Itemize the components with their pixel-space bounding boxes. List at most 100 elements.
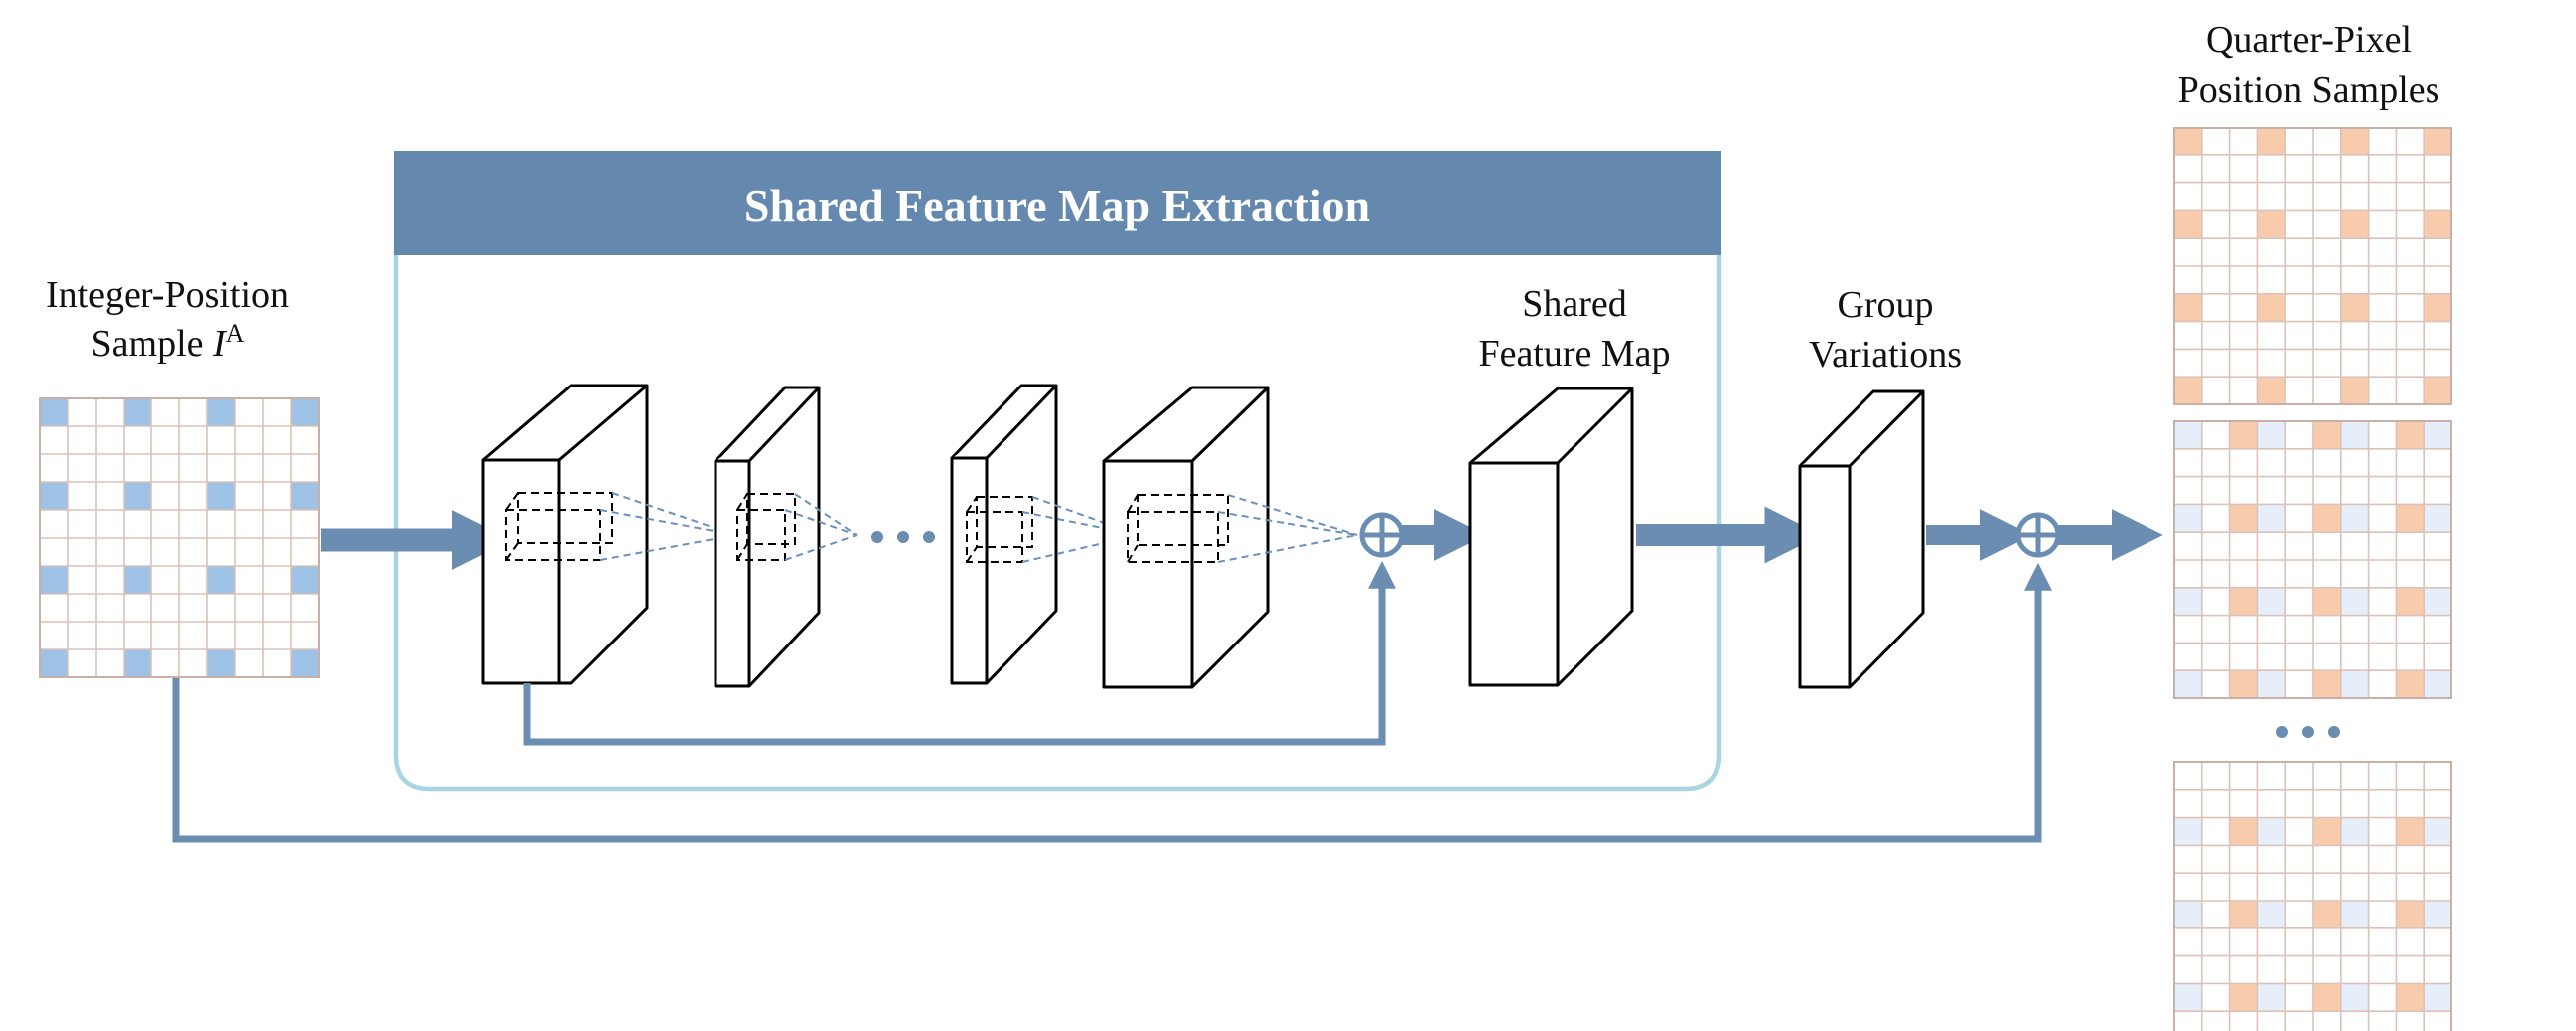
sample-cell [2340, 421, 2369, 449]
sample-cell [207, 649, 235, 677]
sample-cell [2424, 210, 2451, 239]
sample-cell [2396, 901, 2425, 928]
sample-cell [2229, 901, 2258, 928]
sample-cell [207, 482, 235, 510]
sample-cell [2257, 210, 2286, 239]
shared-label-line2: Feature Map [1478, 333, 1670, 375]
global-skip-connection [172, 562, 2052, 843]
sample-cell [124, 566, 151, 594]
output-label-line2: Position Samples [2178, 69, 2440, 111]
ellipsis-dots [871, 531, 935, 543]
conv-block-2 [714, 386, 858, 688]
sample-cell [2340, 587, 2369, 616]
sample-cell [2174, 210, 2202, 239]
sample-cell [2340, 670, 2369, 698]
residual-connection [523, 560, 1396, 746]
sample-cell [2340, 210, 2369, 239]
input-grid [39, 397, 320, 678]
sample-cell [2340, 983, 2369, 1012]
sample-cell [2257, 504, 2286, 533]
sample-cell [2424, 587, 2451, 616]
extraction-title: Shared Feature Map Extraction [744, 180, 1370, 231]
sample-cell [2424, 293, 2451, 322]
sample-cell [40, 398, 68, 426]
sample-cell [2340, 128, 2369, 155]
sample-cell [2229, 421, 2258, 449]
sample-cell [2313, 817, 2341, 846]
sample-cell [2257, 983, 2286, 1012]
sample-cell [291, 482, 319, 510]
sample-cell [2257, 817, 2286, 846]
sample-cell [2340, 504, 2369, 533]
sample-cell [2313, 670, 2341, 698]
sample-cell [2396, 983, 2425, 1012]
sample-cell [2257, 587, 2286, 616]
sample-cell [124, 649, 151, 677]
sample-cell [2396, 817, 2425, 846]
sample-cell [2174, 817, 2202, 846]
group-label-line2: Variations [1809, 334, 1962, 376]
input-superscript: A [226, 319, 245, 348]
sample-cell [2424, 901, 2451, 928]
sample-cell [2229, 504, 2258, 533]
sample-cell [2424, 983, 2451, 1012]
conv-block-4 [1102, 386, 1358, 689]
sample-cell [2424, 421, 2451, 449]
sample-cell [2229, 587, 2258, 616]
sample-cell [2257, 421, 2286, 449]
sample-cell [40, 482, 68, 510]
sample-cell [207, 398, 235, 426]
sample-cell [124, 398, 151, 426]
grid-border [2173, 761, 2452, 1031]
grid-border [39, 397, 320, 678]
sample-cell [2313, 983, 2341, 1012]
sample-cell [2396, 587, 2425, 616]
sample-cell [2424, 670, 2451, 698]
grid-border [2173, 127, 2452, 405]
sample-cell [2340, 377, 2369, 404]
sample-cell [2257, 128, 2286, 155]
sample-cell [2257, 377, 2286, 404]
input-sample: Integer-Position Sample IA [39, 274, 320, 678]
sample-cell [2424, 128, 2451, 155]
sample-cell [291, 566, 319, 594]
sum-node-1 [1359, 512, 1405, 558]
sample-cell [2424, 504, 2451, 533]
sample-cell [2313, 587, 2341, 616]
sample-cell [2313, 421, 2341, 449]
sample-cell [2174, 587, 2202, 616]
sample-cell [2174, 421, 2202, 449]
sample-cell [2174, 128, 2202, 155]
shared-feature-map: Shared Feature Map [1468, 283, 1671, 687]
sample-cell [291, 649, 319, 677]
sample-cell [124, 482, 151, 510]
sum-node-2 [2015, 512, 2061, 558]
output-ellipsis-dots [2276, 726, 2340, 738]
sample-cell [2257, 293, 2286, 322]
group-variations: Group Variations [1798, 284, 1962, 689]
grid-border [2173, 420, 2452, 699]
input-label-text: Sample [91, 323, 213, 365]
sample-cell [2340, 817, 2369, 846]
shared-label-line1: Shared [1522, 283, 1627, 325]
sample-cell [2396, 421, 2425, 449]
sample-cell [40, 566, 68, 594]
output-grid-1 [2173, 127, 2452, 405]
sample-cell [2340, 901, 2369, 928]
sample-cell [40, 649, 68, 677]
sample-cell [2229, 817, 2258, 846]
sample-cell [2257, 901, 2286, 928]
sample-cell [2340, 293, 2369, 322]
sample-cell [2174, 293, 2202, 322]
input-symbol: I [212, 323, 228, 365]
input-label-line1: Integer-Position [46, 274, 289, 316]
sample-cell [2174, 670, 2202, 698]
output-samples: Quarter-Pixel Position Samples [2173, 19, 2452, 1031]
sample-cell [2313, 901, 2341, 928]
sample-cell [2396, 670, 2425, 698]
group-label-line1: Group [1837, 284, 1933, 326]
sample-cell [2174, 983, 2202, 1012]
sample-cell [2257, 670, 2286, 698]
conv-block-3 [950, 384, 1139, 685]
